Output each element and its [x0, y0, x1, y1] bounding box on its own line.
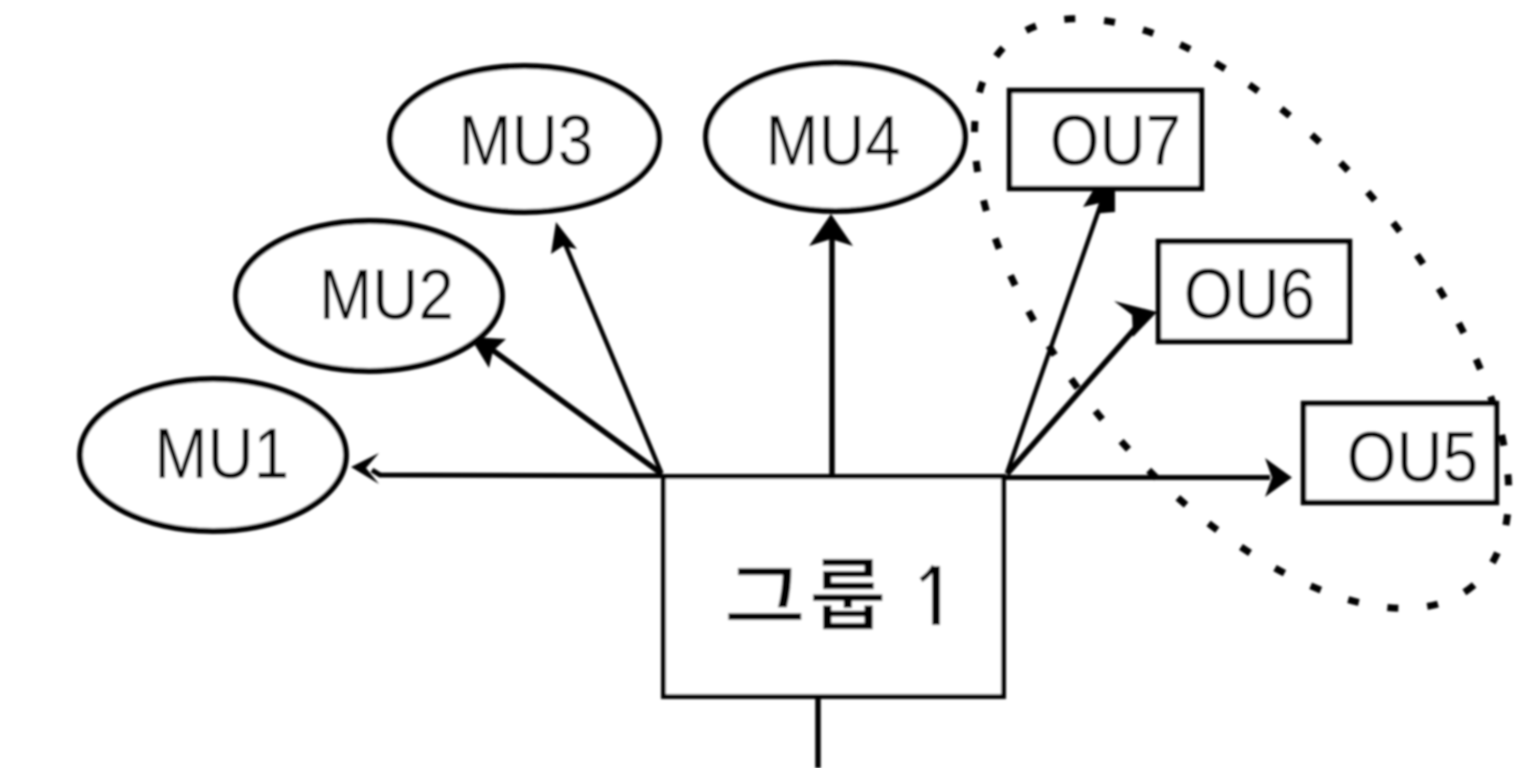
svg-text:MU1: MU1 — [154, 415, 289, 494]
svg-text:OU7: OU7 — [1050, 102, 1181, 181]
svg-text:OU6: OU6 — [1184, 255, 1315, 334]
svg-text:OU5: OU5 — [1347, 419, 1478, 498]
svg-text:MU2: MU2 — [319, 256, 454, 335]
svg-text:MU3: MU3 — [459, 102, 594, 181]
svg-text:MU4: MU4 — [766, 102, 901, 181]
